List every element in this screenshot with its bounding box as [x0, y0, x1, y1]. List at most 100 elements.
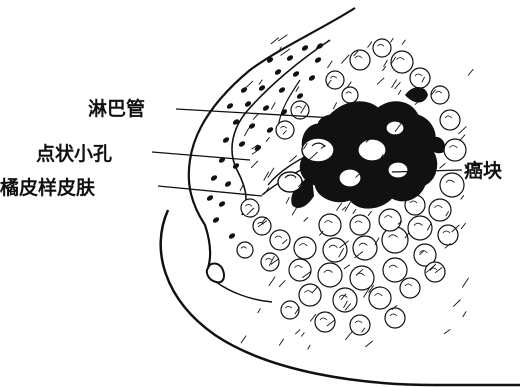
hatch-stroke: [252, 150, 259, 155]
hatch-stroke: [463, 311, 467, 317]
pore-dot: [218, 200, 226, 208]
hatch-stroke: [391, 38, 394, 42]
hatch-stroke: [278, 35, 287, 41]
hatch-stroke: [258, 308, 261, 313]
pore-dot: [301, 44, 309, 52]
lobule: [261, 253, 279, 271]
hatch-stroke: [246, 81, 253, 88]
lobule: [276, 121, 294, 139]
leader-peau-orange: [158, 186, 262, 196]
hatch-stroke: [468, 69, 473, 75]
hatch-stroke: [353, 209, 356, 214]
pore-dot: [224, 180, 232, 188]
hatch-stroke: [290, 156, 297, 163]
lobule: [382, 227, 408, 253]
pore-dot: [308, 74, 316, 82]
hatch-stroke: [266, 137, 270, 141]
lobule: [319, 214, 341, 236]
hatch-stroke: [327, 61, 332, 68]
lobule: [440, 173, 464, 197]
hatch-stroke: [333, 102, 337, 109]
leader-dot-pores: [152, 152, 250, 160]
hatch-stroke: [453, 300, 460, 307]
pore-dot: [212, 216, 220, 224]
pore-dot: [278, 86, 286, 94]
hatch-stroke: [377, 78, 384, 85]
pore-dot: [210, 174, 218, 182]
lobule: [440, 110, 460, 130]
pore-dot: [314, 56, 322, 64]
hatch-stroke: [264, 172, 269, 181]
hatch-stroke: [444, 329, 450, 334]
pore-dot: [258, 84, 266, 92]
lobule: [350, 315, 370, 335]
lobule: [294, 237, 316, 259]
hatch-stroke: [286, 197, 289, 203]
lobule: [333, 288, 357, 312]
pore-dot: [222, 136, 230, 144]
lobule: [410, 68, 430, 88]
lobule: [318, 263, 342, 287]
hatch-stroke: [440, 163, 446, 168]
hatch-stroke: [392, 80, 397, 88]
lobule: [379, 209, 401, 231]
label-tumor: 癌块: [464, 159, 503, 182]
lobule: [241, 199, 259, 217]
lobule: [373, 39, 391, 57]
label-dot-pores: 点状小孔: [36, 142, 112, 165]
pore-dot: [266, 126, 274, 134]
hatch-stroke: [402, 40, 406, 45]
pore-dot: [292, 70, 300, 78]
lobule: [429, 199, 451, 221]
lobule: [326, 71, 344, 89]
hatch-stroke: [336, 203, 342, 211]
hatch-stroke: [395, 82, 401, 89]
pore-dot: [296, 92, 304, 100]
hatch-stroke: [301, 333, 304, 337]
hatch-stroke: [243, 111, 247, 116]
hatch-stroke: [368, 211, 372, 216]
hatch-stroke: [295, 330, 300, 335]
hatch-stroke: [345, 202, 351, 212]
hatch-stroke: [296, 86, 299, 91]
lobule: [369, 287, 391, 309]
hatch-stroke: [269, 277, 275, 286]
hatch-stroke: [460, 135, 465, 141]
lobule: [431, 86, 449, 104]
hatch-stroke: [259, 80, 263, 85]
hatch-stroke: [345, 331, 352, 340]
hatch-stroke: [240, 184, 244, 191]
lobule: [391, 51, 413, 73]
pore-dot: [238, 140, 246, 148]
pore-dot: [286, 54, 294, 62]
hatch-stroke: [308, 345, 310, 350]
hatch-stroke: [462, 278, 468, 288]
hatch-stroke: [383, 66, 386, 71]
hatch-stroke: [365, 341, 372, 347]
pore-dot: [228, 232, 236, 240]
lobule: [383, 258, 407, 282]
lobule: [350, 215, 370, 235]
pore-dot: [274, 68, 282, 76]
lobule: [299, 284, 321, 306]
hatch-stroke: [271, 38, 279, 44]
hatch-stroke: [251, 161, 258, 168]
lobule: [237, 242, 253, 258]
lobule: [385, 308, 405, 328]
hatch-stroke: [384, 60, 388, 67]
hatch-stroke: [241, 336, 246, 344]
lobule: [400, 278, 420, 298]
hatch-stroke: [268, 168, 274, 178]
label-lymph-vessel: 淋巴管: [88, 97, 145, 120]
label-peau-orange: 橘皮样皮肤: [0, 176, 96, 199]
pore-dot: [262, 104, 270, 112]
lobule: [350, 50, 370, 70]
hatch-stroke: [398, 90, 401, 95]
pore-dot: [226, 102, 234, 110]
hatch-stroke: [458, 126, 466, 134]
hatch-stroke: [304, 218, 308, 222]
hatch-stroke: [461, 223, 465, 229]
hatch-stroke: [271, 102, 275, 109]
lobule: [342, 87, 358, 103]
